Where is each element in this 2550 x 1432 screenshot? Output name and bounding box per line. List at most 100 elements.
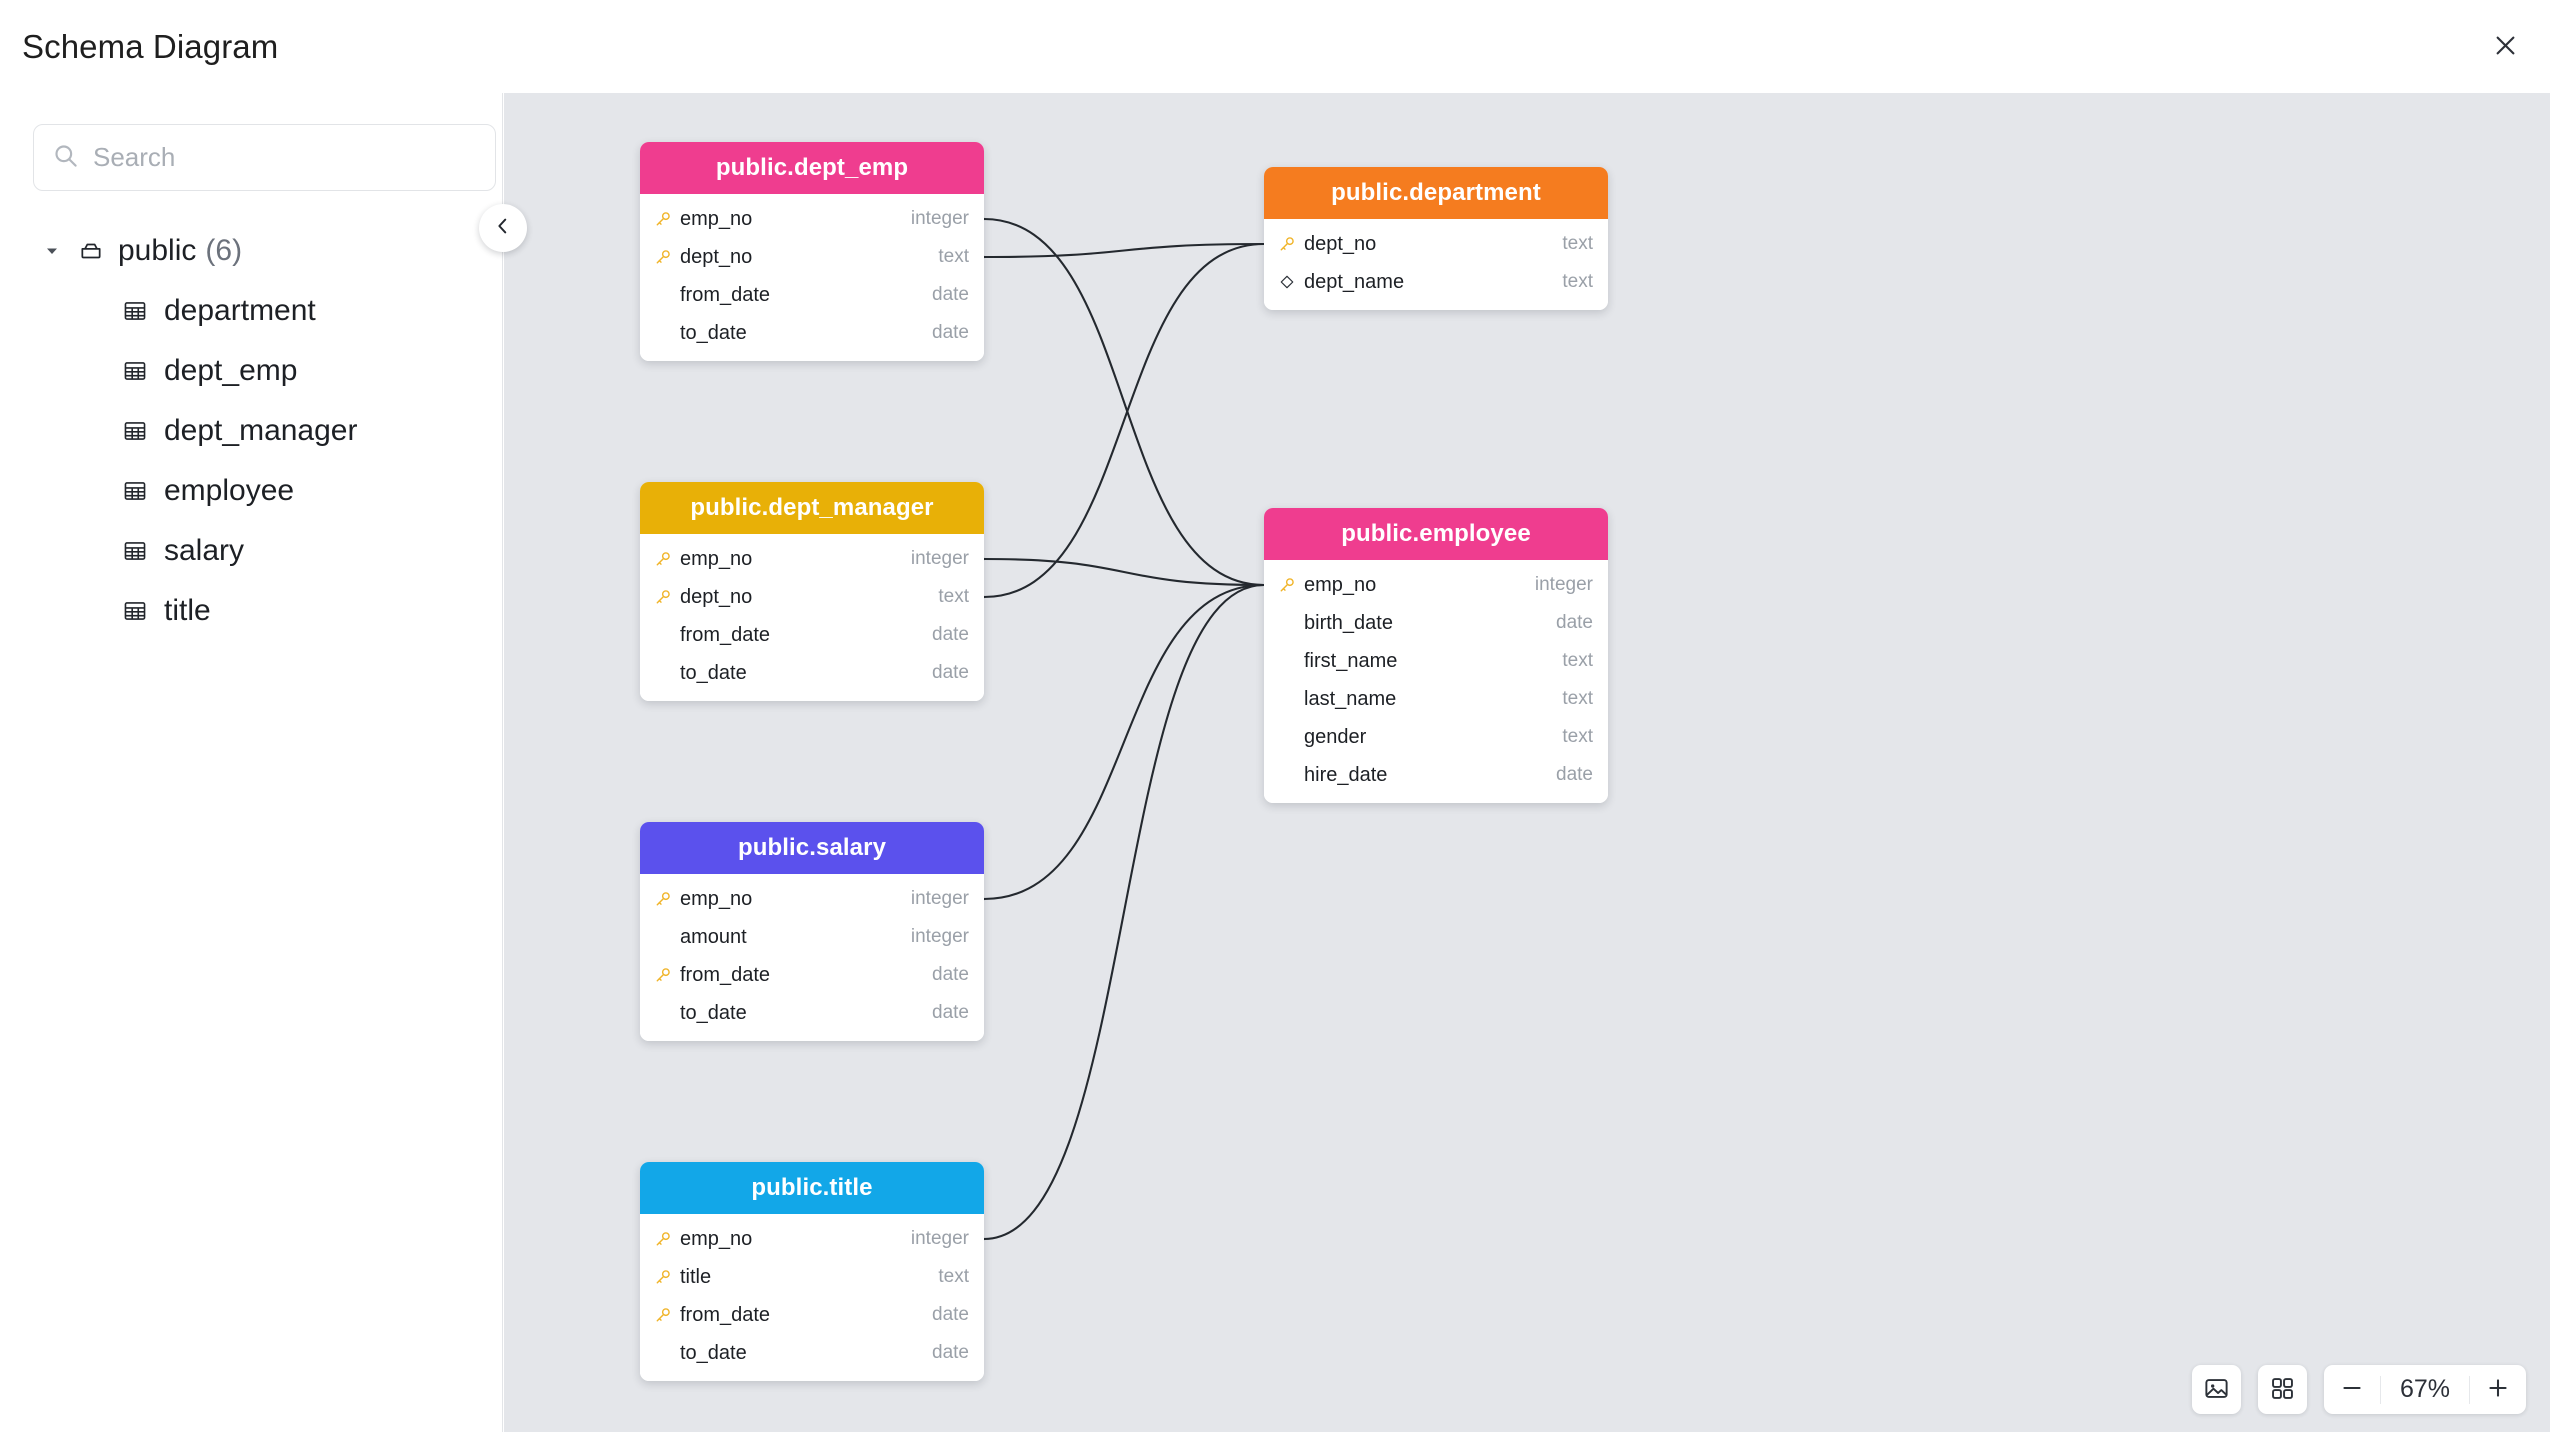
relationship-edge[interactable] <box>983 583 1265 901</box>
column-type: date <box>932 322 969 343</box>
tree-item-table-salary[interactable]: salary <box>0 521 503 581</box>
tree-item-table-dept_manager[interactable]: dept_manager <box>0 401 503 461</box>
minus-icon <box>2339 1375 2365 1404</box>
column-type: date <box>932 662 969 683</box>
column-name: dept_no <box>680 585 753 608</box>
column-type: date <box>1556 764 1593 785</box>
caret-down-icon[interactable] <box>40 239 64 263</box>
column-row[interactable]: last_name text <box>1264 680 1608 718</box>
sidebar-collapse-button[interactable] <box>479 204 527 252</box>
column-name: to_date <box>680 321 747 344</box>
tree-item-table-title[interactable]: title <box>0 581 503 641</box>
relationship-edge[interactable] <box>983 557 1265 587</box>
tree-item-schema-public[interactable]: public (6) <box>0 221 503 281</box>
table-node-title: public.salary <box>640 822 984 874</box>
search-input[interactable] <box>93 142 477 173</box>
diamond-icon <box>1276 274 1298 290</box>
column-type: text <box>1562 688 1593 709</box>
tree-item-table-department[interactable]: department <box>0 281 503 341</box>
window-header: Schema Diagram <box>0 0 2550 93</box>
column-type: text <box>1562 650 1593 671</box>
column-type: text <box>1562 271 1593 292</box>
export-image-button[interactable] <box>2192 1365 2241 1414</box>
column-type: date <box>932 1342 969 1363</box>
key-icon <box>652 550 674 568</box>
column-name: to_date <box>680 1001 747 1024</box>
zoom-in-button[interactable] <box>2470 1365 2526 1414</box>
column-type: text <box>1562 233 1593 254</box>
column-type: date <box>932 1304 969 1325</box>
key-icon <box>652 1306 674 1324</box>
relationship-edge[interactable] <box>983 217 1265 587</box>
grid-icon <box>2269 1375 2296 1405</box>
column-row[interactable]: first_name text <box>1264 642 1608 680</box>
column-name: first_name <box>1304 649 1398 672</box>
column-name: emp_no <box>680 547 753 570</box>
table-node-title: public.dept_emp <box>640 142 984 194</box>
key-icon <box>652 1230 674 1248</box>
search-box[interactable] <box>33 124 496 191</box>
close-button[interactable] <box>2482 24 2528 70</box>
tree-item-label: dept_emp <box>164 354 298 387</box>
key-icon <box>652 248 674 266</box>
search-icon <box>52 142 79 174</box>
relationship-edge[interactable] <box>983 583 1265 1241</box>
tree-item-table-dept_emp[interactable]: dept_emp <box>0 341 503 401</box>
table-icon <box>122 478 148 504</box>
key-icon <box>1276 576 1298 594</box>
zoom-control: 67% <box>2324 1365 2526 1414</box>
column-name: last_name <box>1304 687 1397 710</box>
column-name: emp_no <box>680 1227 753 1250</box>
plus-icon <box>2485 1375 2511 1404</box>
table-icon <box>122 538 148 564</box>
zoom-level-label[interactable]: 67% <box>2381 1365 2469 1414</box>
table-node-title: public.department <box>1264 167 1608 219</box>
zoom-out-button[interactable] <box>2324 1365 2380 1414</box>
column-row[interactable]: dept_name text <box>1264 263 1608 301</box>
tree-item-table-employee[interactable]: employee <box>0 461 503 521</box>
column-row[interactable]: to_date date <box>640 314 984 352</box>
auto-layout-button[interactable] <box>2258 1365 2307 1414</box>
column-name: dept_name <box>1304 270 1405 293</box>
relationship-edge[interactable] <box>983 242 1265 259</box>
schema-tree: public (6) department dept_emp dept_manage… <box>0 221 503 641</box>
relationship-edge[interactable] <box>983 242 1265 599</box>
app-shell: public (6) department dept_emp dept_manage… <box>0 93 2550 1432</box>
schema-icon <box>78 238 104 264</box>
column-type: text <box>938 1266 969 1287</box>
schema-table-count: (6) <box>205 234 243 267</box>
table-icon <box>122 358 148 384</box>
column-name: dept_no <box>680 245 753 268</box>
table-icon <box>122 418 148 444</box>
